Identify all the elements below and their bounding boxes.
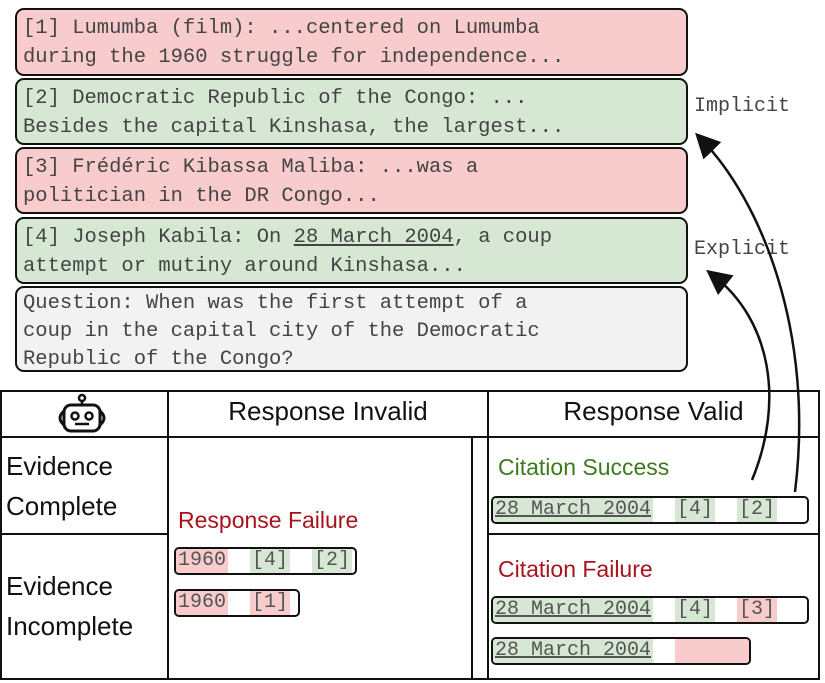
response-failure-title: Response Failure — [178, 507, 359, 533]
implicit-label: Implicit — [694, 95, 791, 118]
header-response-invalid: Response Invalid — [228, 396, 428, 426]
doc-text: , a coup — [453, 226, 553, 249]
answer-span: 1960 — [176, 549, 229, 573]
response-chip: 28 March 2004 [4] [2] — [491, 496, 809, 524]
table-border — [487, 533, 820, 535]
response-chip: 1960 [4] [2] — [174, 547, 357, 575]
doc-line: [3] Frédéric Kibassa Maliba: ...was a — [23, 156, 479, 179]
table-border — [0, 678, 820, 680]
answer-span: 28 March 2004 — [493, 639, 654, 663]
row-label: Complete — [6, 491, 118, 521]
table-border — [818, 390, 820, 680]
implicit-arrow — [695, 132, 801, 493]
missing-citation — [675, 639, 749, 663]
response-chip: 1960 [1] — [174, 589, 300, 617]
table-border — [0, 390, 2, 680]
answer-span: 28 March 2004 — [493, 598, 654, 622]
doc-line: [2] Democratic Republic of the Congo: ..… — [23, 87, 528, 110]
table-border — [0, 390, 820, 392]
table-border — [487, 390, 489, 680]
response-chip: 28 March 2004 [4] [3] — [491, 596, 809, 624]
citation: [4] — [675, 598, 716, 622]
doc-line: during the 1960 struggle for independenc… — [23, 46, 565, 69]
header-response-valid: Response Valid — [563, 396, 744, 426]
citation-failure-title: Citation Failure — [498, 556, 653, 582]
answer-span: 28 March 2004 — [493, 498, 654, 522]
question-line: Republic of the Congo? — [23, 348, 294, 371]
doc-line: Besides the capital Kinshasa, the larges… — [23, 116, 565, 139]
row-label: Evidence — [6, 451, 113, 481]
document-4: [4] Joseph Kabila: On 28 March 2004, a c… — [15, 217, 688, 284]
explicit-arrow — [706, 269, 771, 481]
citation-success-title: Citation Success — [498, 454, 670, 480]
doc-line: politician in the DR Congo... — [23, 185, 380, 208]
citation: [2] — [312, 549, 353, 573]
document-3: [3] Frédéric Kibassa Maliba: ...was a pol… — [15, 147, 688, 214]
citation: [2] — [737, 498, 778, 522]
citation: [4] — [250, 549, 291, 573]
document-1: [1] Lumumba (film): ...centered on Lumum… — [15, 8, 688, 76]
table-border — [0, 533, 168, 535]
citation: [3] — [737, 598, 778, 622]
doc-line: [1] Lumumba (film): ...centered on Lumum… — [23, 17, 540, 40]
citation: [1] — [250, 591, 291, 615]
doc-text: [4] Joseph Kabila: On — [23, 226, 294, 249]
question-line: coup in the capital city of the Democrat… — [23, 320, 540, 343]
doc-line: [4] Joseph Kabila: On 28 March 2004, a c… — [23, 223, 680, 252]
row-label: Evidence — [6, 571, 113, 601]
answer-span: 28 March 2004 — [293, 226, 454, 249]
table-border — [167, 390, 169, 680]
table-border — [0, 436, 820, 438]
document-2: [2] Democratic Republic of the Congo: ..… — [15, 78, 688, 145]
row-label: Incomplete — [6, 611, 134, 641]
robot-icon — [58, 393, 106, 433]
question-box: Question: When was the first attempt of … — [15, 286, 688, 372]
doc-line: attempt or mutiny around Kinshasa... — [23, 255, 466, 278]
table-border — [471, 436, 473, 680]
answer-span: 1960 — [176, 591, 229, 615]
response-chip: 28 March 2004 — [491, 637, 751, 665]
question-line: Question: When was the first attempt of … — [23, 292, 528, 315]
citation: [4] — [675, 498, 716, 522]
